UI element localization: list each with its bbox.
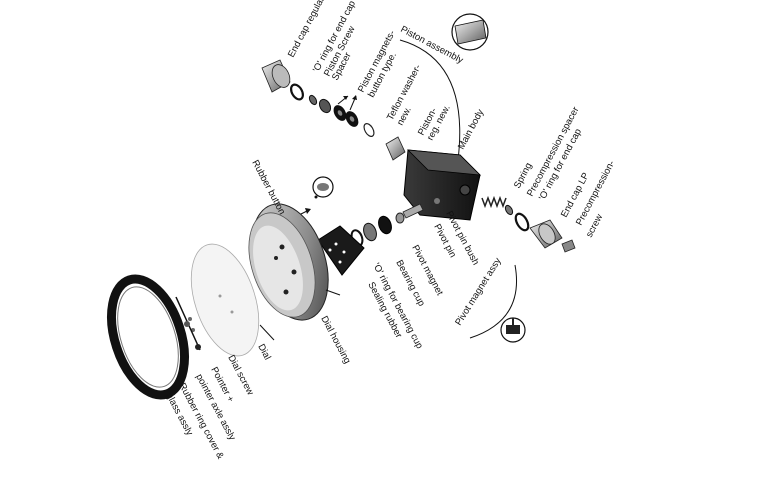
main-body-part [403,149,482,221]
o-ring-end-cap-top-part [290,83,304,101]
sealing-rubber-part [317,225,365,276]
piston-assembly-inset [451,13,489,51]
end-cap-regular-part [261,59,291,93]
pivot-magnet-assy-arc [469,264,517,339]
piston-magnets-parts [333,105,359,127]
pivot-magnet-part [378,215,392,235]
piston-magnet-arrows [337,95,357,111]
bearing-cup-part [363,222,377,242]
label-dial: Dial [255,342,272,362]
spring-part [481,195,507,209]
end-cap-lp-part [529,219,563,249]
pointer-part [175,296,201,351]
teflon-washer-part [363,123,375,137]
dial-part [190,243,260,357]
precompression-screw-part [561,239,576,253]
pivot-pin-part [402,203,424,219]
rubber-ring-glass-part [107,274,189,400]
piston-assembly-arc [399,39,461,161]
spacer-part [318,98,332,114]
precompression-spacer-part [504,204,514,216]
pivot-magnet-inset [500,317,526,343]
piston-part [385,136,406,161]
piston-screw-part [308,94,318,106]
leader-lines [259,289,341,341]
label-pivot-magnet-assy: Pivot magnet assy [453,256,504,328]
pivot-pin-bush-part [395,212,405,224]
o-ring-end-cap-right-part [514,212,530,232]
dial-housing-part [248,203,329,321]
rubber-button-inset [312,176,334,198]
label-dial-housing: Dial housing [318,314,352,365]
label-main-body: Main body [456,107,486,151]
